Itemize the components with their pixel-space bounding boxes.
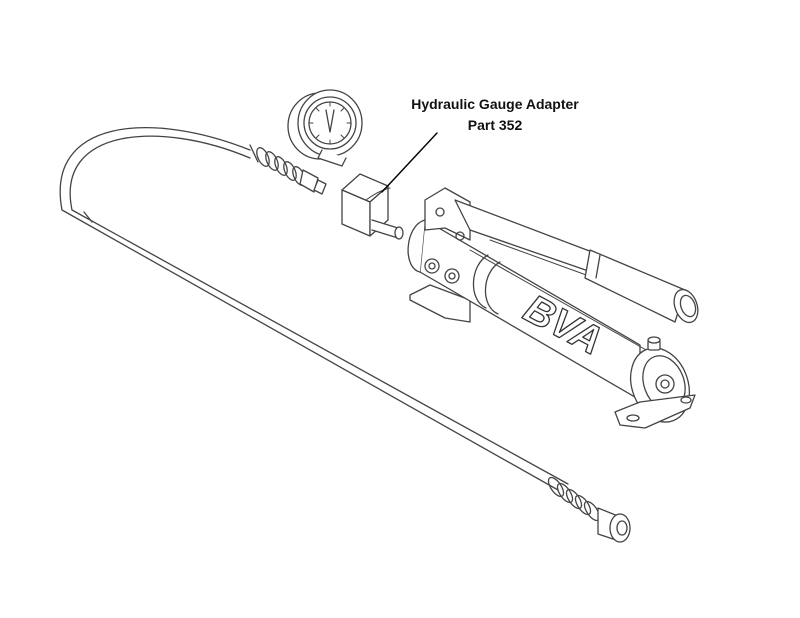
- hose-fitting-top: [249, 144, 327, 195]
- hose-crimp-mark: [83, 211, 93, 223]
- hand-pump: [407, 187, 699, 429]
- pressure-gauge: [287, 89, 363, 167]
- callout-leader-line: [381, 132, 438, 193]
- gauge-adapter-block: [341, 173, 404, 240]
- hose-fitting-bottom: [547, 476, 631, 543]
- gauge-needle: [325, 109, 335, 133]
- callout-part-number: Part 352: [467, 117, 523, 133]
- callout-label: Hydraulic Gauge Adapter Part 352: [380, 94, 610, 136]
- hydraulic-hose: [59, 127, 569, 491]
- callout-title: Hydraulic Gauge Adapter: [411, 96, 579, 112]
